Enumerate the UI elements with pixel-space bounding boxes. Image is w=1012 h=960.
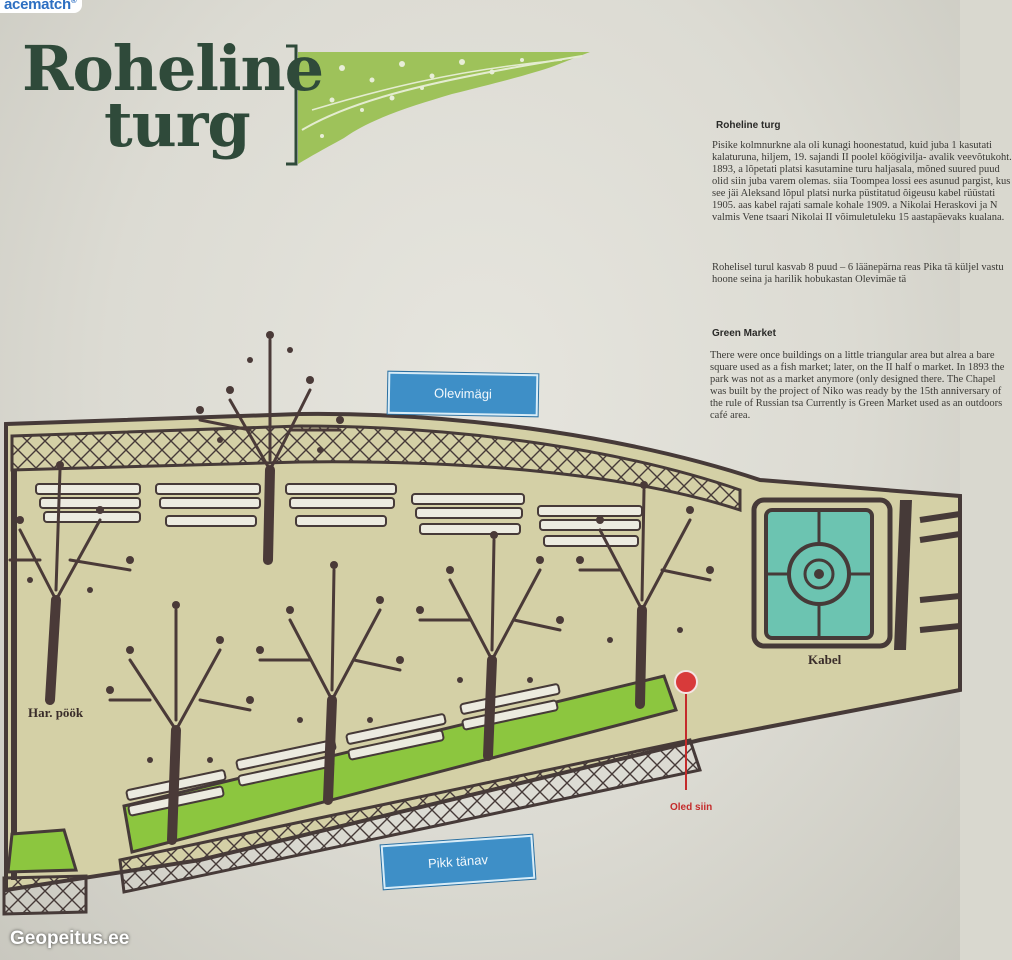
trees [8,338,712,845]
info-heading-et: Roheline turg [716,120,781,131]
tree-leaves [16,331,714,763]
corner-lattice [2,874,88,916]
site-map [2,331,962,916]
label-beech-tree: Har. pöök [28,705,84,720]
label-you-are-here: Oled siin [670,802,713,813]
brand-text: acematch [4,0,71,13]
title-line-2: turg [104,88,251,161]
label-chapel: Kabel [808,652,842,667]
corner-lawn [6,828,78,874]
title-line-1: Roheline [22,32,324,105]
leaf-banner-icon [286,44,590,166]
info-heading-en: Green Market [712,328,776,339]
chapel-icon [751,497,961,650]
brand-logo: acematch® [0,0,83,13]
info-paragraph-et-2: Rohelisel turul kasvab 8 puud – 6 läänep… [712,262,1004,285]
info-paragraph-en: There were once buildings on a little tr… [710,350,1005,421]
top-lattice [10,424,742,513]
street-sign-olevimagi: Olevimägi [387,371,539,417]
info-paragraph-et-1: Pisike kolmnurkne ala oli kunagi hoonest… [712,140,1012,223]
bottom-lattice [118,738,702,894]
you-are-here-marker [674,670,698,790]
watermark: Geopeitus.ee [10,928,130,949]
map-ground [3,411,962,893]
